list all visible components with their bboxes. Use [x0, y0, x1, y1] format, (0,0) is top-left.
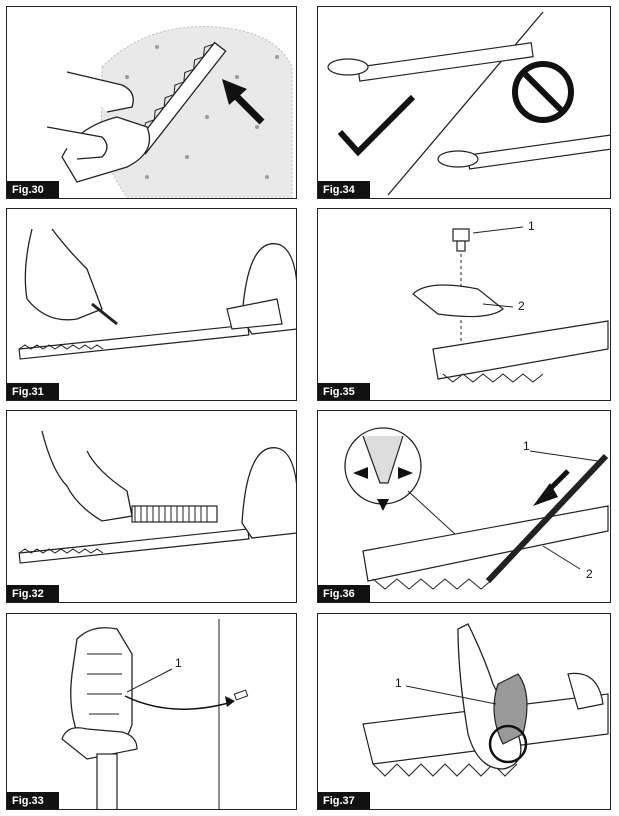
- figure-label: Fig.33: [7, 792, 59, 809]
- figure-label: Fig.31: [7, 383, 59, 400]
- figure-label: Fig.36: [318, 585, 370, 602]
- hedge-trimming-illustration: [46, 26, 293, 198]
- oiling-blade-illustration: [18, 228, 296, 360]
- callout-number: 2: [586, 567, 593, 581]
- callout-number: 2: [518, 299, 525, 313]
- figure-37-panel: 1 Fig.37: [317, 613, 611, 810]
- figure-label: Fig.35: [318, 383, 370, 400]
- figure-32-panel: Fig.32: [6, 410, 297, 603]
- figure-label: Fig.37: [318, 792, 370, 809]
- figure-31-panel: Fig.31: [6, 208, 297, 401]
- figure-30-panel: Fig.30: [6, 6, 297, 199]
- screw-removal-illustration: [61, 619, 249, 809]
- figure-label: Fig.32: [7, 585, 59, 602]
- blade-adjustment-illustration: [344, 427, 609, 590]
- check-mark-icon: [337, 94, 416, 157]
- figure-label: Fig.30: [7, 181, 59, 198]
- figure-35-panel: 1 2 Fig.35: [317, 208, 611, 401]
- figure-label: Fig.34: [318, 181, 370, 198]
- blade-cover-installation-illustration: [412, 226, 609, 383]
- callout-number: 1: [523, 439, 530, 453]
- blade-cover-comparison-illustration: [327, 11, 610, 196]
- callout-number: 1: [528, 219, 535, 233]
- callout-number: 1: [175, 656, 182, 670]
- prohibited-icon: [512, 61, 574, 123]
- figure-36-panel: 1 2 Fig.36: [317, 410, 611, 603]
- figure-34-panel: Fig.34: [317, 6, 611, 199]
- blade-cleaning-illustration: [362, 623, 609, 777]
- callout-number: 1: [395, 676, 402, 690]
- figure-33-panel: 1 Fig.33: [6, 613, 297, 810]
- brushing-blade-illustration: [18, 430, 296, 564]
